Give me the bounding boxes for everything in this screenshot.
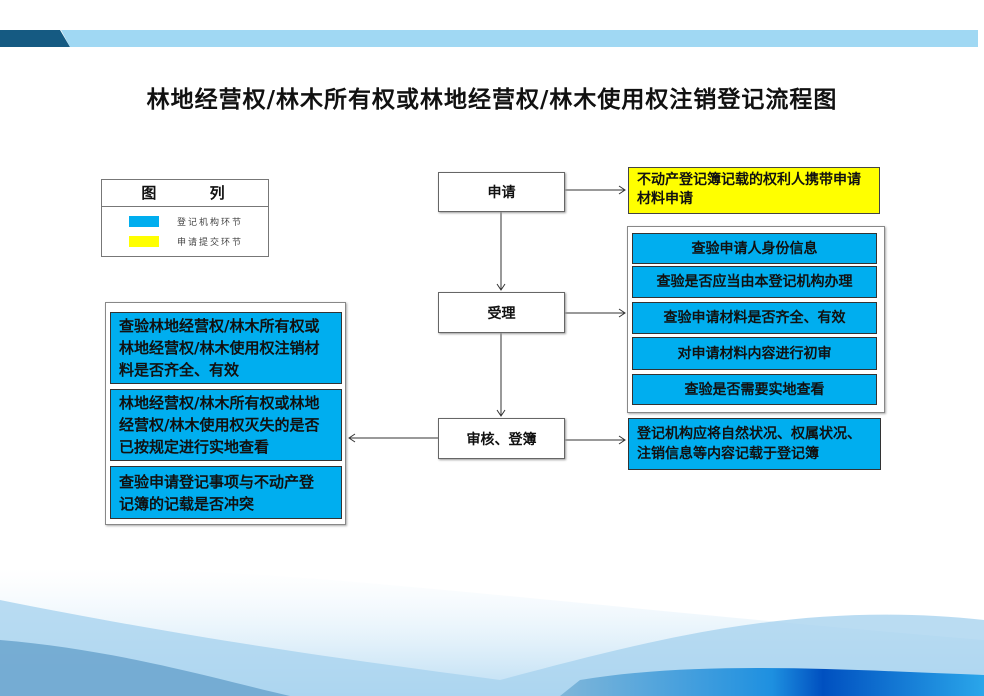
arrow-review-checks xyxy=(348,433,438,443)
step-accept: 受理 xyxy=(438,292,565,333)
review-check: 查验申请登记事项与不动产登记簿的记载是否冲突 xyxy=(110,466,342,519)
arrow-apply-note xyxy=(565,185,626,195)
arrow-review-register xyxy=(565,435,626,445)
review-check: 查验林地经营权/林木所有权或林地经营权/林木使用权注销材料是否齐全、有效 xyxy=(110,312,342,384)
review-checks-group: 查验林地经营权/林木所有权或林地经营权/林木使用权注销材料是否齐全、有效 林地经… xyxy=(105,302,346,525)
legend-title: 图 列 xyxy=(102,180,268,207)
header-bar-light xyxy=(61,30,978,47)
legend-label: 登记机构环节 xyxy=(177,217,244,228)
arrow-accept-review xyxy=(496,333,506,417)
arrow-accept-checks xyxy=(565,308,626,318)
accept-check: 对申请材料内容进行初审 xyxy=(632,337,877,370)
apply-note: 不动产登记簿记载的权利人携带申请材料申请 xyxy=(628,167,880,214)
review-check: 林地经营权/林木所有权或林地经营权/林木使用权灭失的是否已按规定进行实地查看 xyxy=(110,389,342,461)
accept-check: 查验是否应当由本登记机构办理 xyxy=(632,266,877,298)
legend-swatch-blue xyxy=(129,215,159,227)
legend-item: 申请提交环节 xyxy=(102,231,268,251)
legend: 图 列 登记机构环节 申请提交环节 xyxy=(101,179,269,257)
legend-swatch-yellow xyxy=(129,235,159,247)
legend-label: 申请提交环节 xyxy=(177,237,244,248)
arrow-apply-accept xyxy=(496,212,506,291)
header-bar-dark xyxy=(0,30,70,47)
accept-check: 查验申请材料是否齐全、有效 xyxy=(632,302,877,334)
step-review-register: 审核、登簿 xyxy=(438,418,565,459)
accept-check: 查验是否需要实地查看 xyxy=(632,374,877,405)
accept-checks-group: 查验申请人身份信息 查验是否应当由本登记机构办理 查验申请材料是否齐全、有效 对… xyxy=(627,226,885,413)
accept-check: 查验申请人身份信息 xyxy=(632,233,877,264)
step-apply: 申请 xyxy=(438,172,565,212)
page-title: 林地经营权/林木所有权或林地经营权/林木使用权注销登记流程图 xyxy=(146,86,838,113)
register-note: 登记机构应将自然状况、权属状况、注销信息等内容记载于登记簿 xyxy=(628,418,881,470)
legend-item: 登记机构环节 xyxy=(102,211,268,231)
